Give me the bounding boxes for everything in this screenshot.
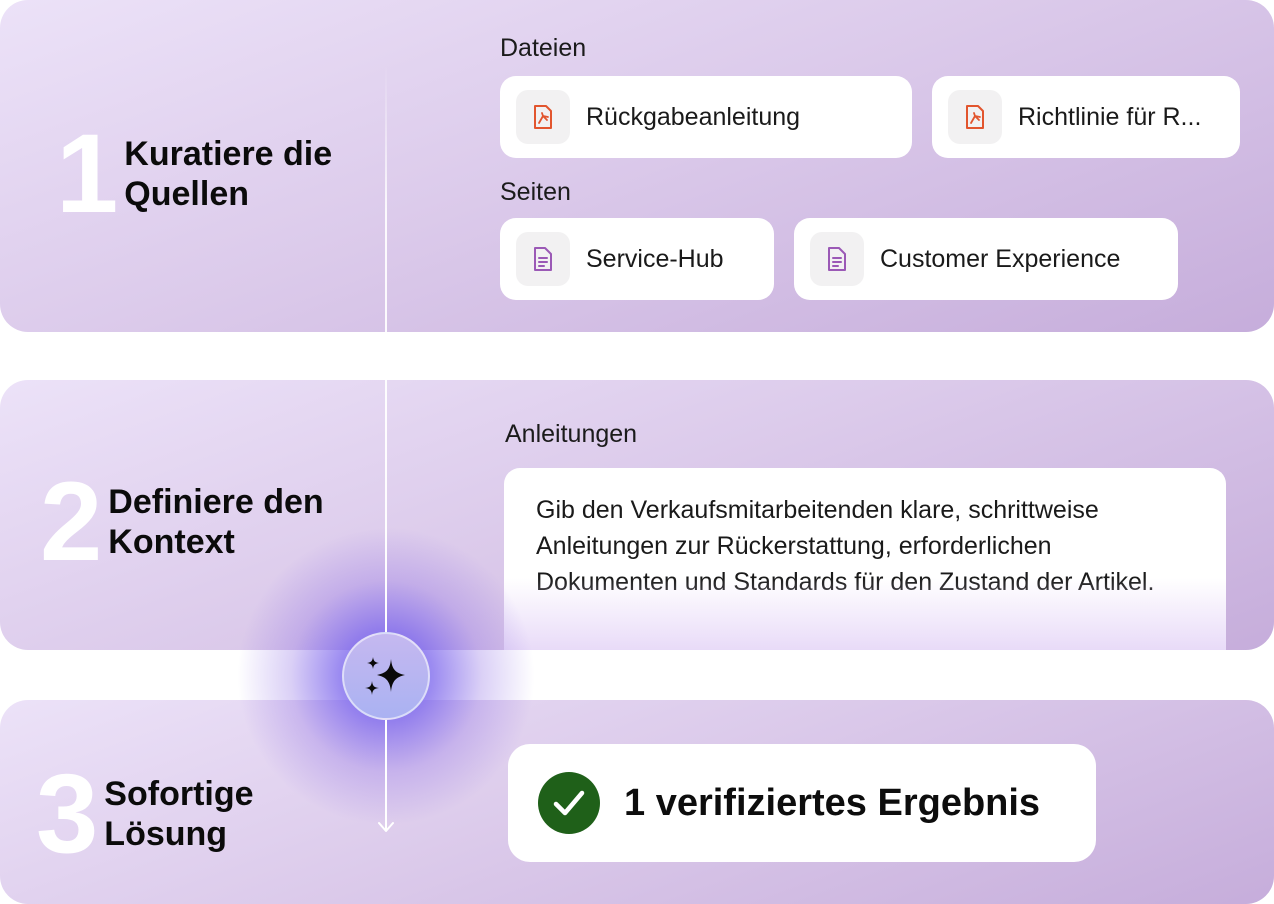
step-1-panel: 1 Kuratiere die Quellen Dateien Rückgabe… bbox=[0, 0, 1274, 332]
file-name: Rückgabeanleitung bbox=[586, 102, 801, 131]
step-title: Sofortige Lösung bbox=[104, 775, 254, 853]
page-document-icon bbox=[810, 232, 864, 286]
instructions-text: Gib den Verkaufsmitarbeitenden klare, sc… bbox=[536, 496, 1155, 596]
check-circle-icon bbox=[538, 772, 600, 834]
step-3-panel: 3 Sofortige Lösung 1 verifiziertes Ergeb… bbox=[0, 700, 1274, 904]
page-document-icon bbox=[516, 232, 570, 286]
file-chip[interactable]: Richtlinie für R... bbox=[932, 76, 1240, 158]
files-section-label: Dateien bbox=[500, 34, 587, 62]
step-title: Kuratiere die Quellen bbox=[124, 135, 333, 213]
page-chip[interactable]: Customer Experience bbox=[794, 218, 1178, 300]
instructions-textbox[interactable]: Gib den Verkaufsmitarbeitenden klare, sc… bbox=[504, 468, 1226, 650]
page-name: Customer Experience bbox=[880, 244, 1121, 273]
step-number: 2 bbox=[40, 459, 102, 584]
result-card[interactable]: 1 verifiziertes Ergebnis bbox=[508, 744, 1096, 862]
step-1-heading: 1 Kuratiere die Quellen bbox=[56, 118, 332, 230]
pages-section-label: Seiten bbox=[500, 178, 571, 206]
instructions-section-label: Anleitungen bbox=[505, 420, 638, 448]
page-name: Service-Hub bbox=[586, 244, 724, 273]
ai-badge bbox=[342, 632, 430, 720]
arrow-down-icon bbox=[378, 822, 394, 832]
pdf-file-icon bbox=[516, 90, 570, 144]
step-2-panel: 2 Definiere den Kontext Anleitungen Gib … bbox=[0, 380, 1274, 650]
pdf-file-icon bbox=[948, 90, 1002, 144]
result-text: 1 verifiziertes Ergebnis bbox=[624, 781, 1041, 824]
step-number: 1 bbox=[56, 111, 118, 236]
page-chip[interactable]: Service-Hub bbox=[500, 218, 774, 300]
step-title: Definiere den Kontext bbox=[108, 483, 324, 561]
step-number: 3 bbox=[36, 751, 98, 876]
file-chip[interactable]: Rückgabeanleitung bbox=[500, 76, 912, 158]
sparkles-icon bbox=[365, 657, 405, 695]
step-2-heading: 2 Definiere den Kontext bbox=[40, 466, 324, 578]
timeline-line bbox=[385, 65, 387, 655]
step-3-heading: 3 Sofortige Lösung bbox=[36, 758, 254, 870]
file-name: Richtlinie für R... bbox=[1018, 102, 1202, 131]
timeline-line bbox=[385, 700, 387, 830]
